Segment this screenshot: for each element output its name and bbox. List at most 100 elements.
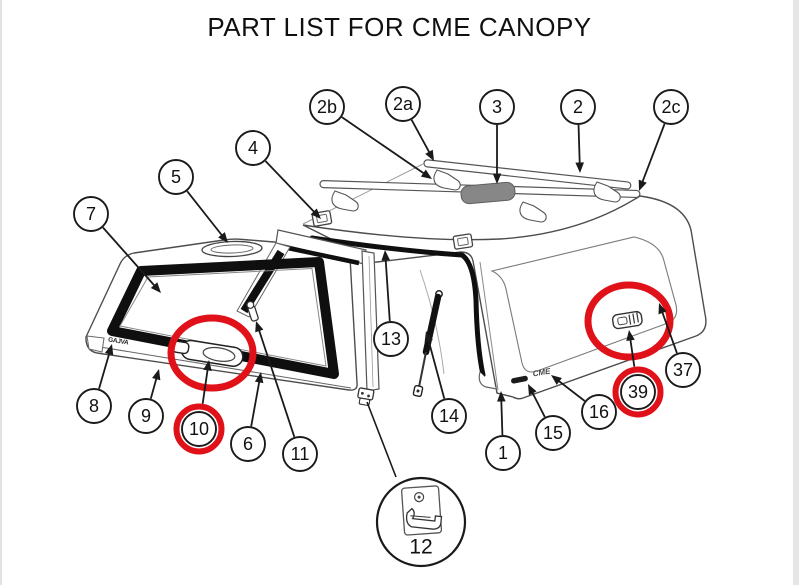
callout-circle xyxy=(282,436,318,472)
callout-circle xyxy=(581,394,617,430)
callout-2a: 2a xyxy=(385,86,434,161)
callout-14: 14 xyxy=(424,331,467,434)
callout-label: 2 xyxy=(573,97,583,117)
arrowhead-icon xyxy=(658,303,667,315)
arrowhead-icon xyxy=(492,173,502,184)
callout-16: 16 xyxy=(551,375,617,430)
callout-6: 6 xyxy=(230,372,266,462)
page-title: PART LIST FOR CME CANOPY xyxy=(207,12,592,42)
callout-11: 11 xyxy=(255,321,318,472)
callout-circle xyxy=(235,130,271,166)
callout-circle xyxy=(181,411,217,447)
callout-arrow xyxy=(426,337,446,399)
arrowhead-icon xyxy=(575,162,584,173)
gas-strut-drawing xyxy=(412,290,443,398)
callout-arrow xyxy=(250,378,261,427)
latch-hole-pin xyxy=(417,495,421,499)
frame-top-seal xyxy=(282,244,360,266)
callout-9: 9 xyxy=(128,369,164,434)
callout-arrow xyxy=(500,397,504,436)
corner-post-line xyxy=(479,261,499,391)
arrowhead-icon xyxy=(255,321,264,333)
callout-arrow xyxy=(629,336,636,367)
page-edge-right xyxy=(793,0,799,585)
roof-vent-patch xyxy=(460,181,516,205)
page-edge-left xyxy=(0,0,2,585)
callout-arrow xyxy=(384,256,391,322)
glass-door-details: GAJVA xyxy=(86,240,352,389)
callout-arrow xyxy=(102,226,158,289)
arrowhead-icon xyxy=(254,372,264,384)
callout-label: 7 xyxy=(86,204,96,224)
callout-label: 9 xyxy=(141,406,151,426)
window-seal-ring xyxy=(107,257,339,379)
arrowhead-icon xyxy=(626,330,635,342)
callout-37: 37 xyxy=(658,303,701,388)
frame-right-leg xyxy=(361,250,380,392)
arrowhead-icon xyxy=(381,250,390,261)
callout-4: 4 xyxy=(235,130,321,219)
callout-arrow xyxy=(577,124,581,167)
arrowhead-icon xyxy=(152,369,161,381)
callout-label: 11 xyxy=(291,444,310,464)
arrowhead-icon xyxy=(104,344,114,356)
rack-foot xyxy=(519,201,547,223)
callout-label: 5 xyxy=(171,167,181,187)
latch-hook xyxy=(405,507,443,530)
callout-arrow xyxy=(149,375,159,399)
callout-circle xyxy=(373,321,409,357)
callout-arrow xyxy=(201,366,209,404)
callout-arrow xyxy=(341,116,427,176)
callout-label: 39 xyxy=(628,382,648,402)
callout-label: 16 xyxy=(589,402,609,422)
callout-arrow xyxy=(555,378,586,402)
arrowhead-icon xyxy=(425,149,434,161)
callout-label: 2b xyxy=(317,97,337,117)
strut-clevis xyxy=(412,384,424,398)
callout-circle xyxy=(485,435,521,471)
tailgate-handle xyxy=(171,339,244,367)
callout-circle xyxy=(73,196,109,232)
callout-circle xyxy=(535,415,571,451)
callout-circle xyxy=(620,374,656,410)
callout-2: 2 xyxy=(560,89,596,173)
corner-foot xyxy=(478,371,498,390)
callout-circle xyxy=(309,89,345,125)
callout-8: 8 xyxy=(76,344,114,424)
arrowhead-icon xyxy=(638,179,647,191)
callout-2c: 2c xyxy=(638,89,689,191)
latch-detail-drawing xyxy=(400,485,443,536)
highlight-ring xyxy=(173,403,225,455)
frame-right-inner-line xyxy=(368,255,374,388)
hinge-bracket xyxy=(452,233,474,250)
callout-label: 15 xyxy=(543,423,563,443)
callout-label: 1 xyxy=(498,443,508,463)
arrowhead-icon xyxy=(497,391,506,402)
rack-foot xyxy=(433,169,461,191)
arrowhead-icon xyxy=(310,208,321,219)
latch-hook-line xyxy=(410,515,431,518)
callout-label: 8 xyxy=(89,396,99,416)
canopy-brand-logo: CME xyxy=(532,366,552,378)
latch-lever xyxy=(246,300,259,322)
callout-label: 14 xyxy=(439,406,459,426)
callout-label: 2a xyxy=(393,94,414,114)
callout-5: 5 xyxy=(158,159,228,243)
callout-label: 37 xyxy=(673,360,693,380)
highlight-ellipse xyxy=(584,281,674,361)
callout-label: 4 xyxy=(248,138,258,158)
callout-label: 2c xyxy=(661,97,680,117)
arrowhead-icon xyxy=(203,360,212,372)
front-rack-bar xyxy=(423,159,632,190)
glass-inner-line xyxy=(119,267,327,367)
frame-hinge xyxy=(357,387,375,406)
callout-circle xyxy=(76,388,112,424)
callout-circle xyxy=(479,89,515,125)
callout-10: 10 xyxy=(173,360,225,455)
callout-arrow xyxy=(186,190,225,239)
callout-3: 3 xyxy=(479,89,515,184)
callout-13: 13 xyxy=(373,250,409,357)
